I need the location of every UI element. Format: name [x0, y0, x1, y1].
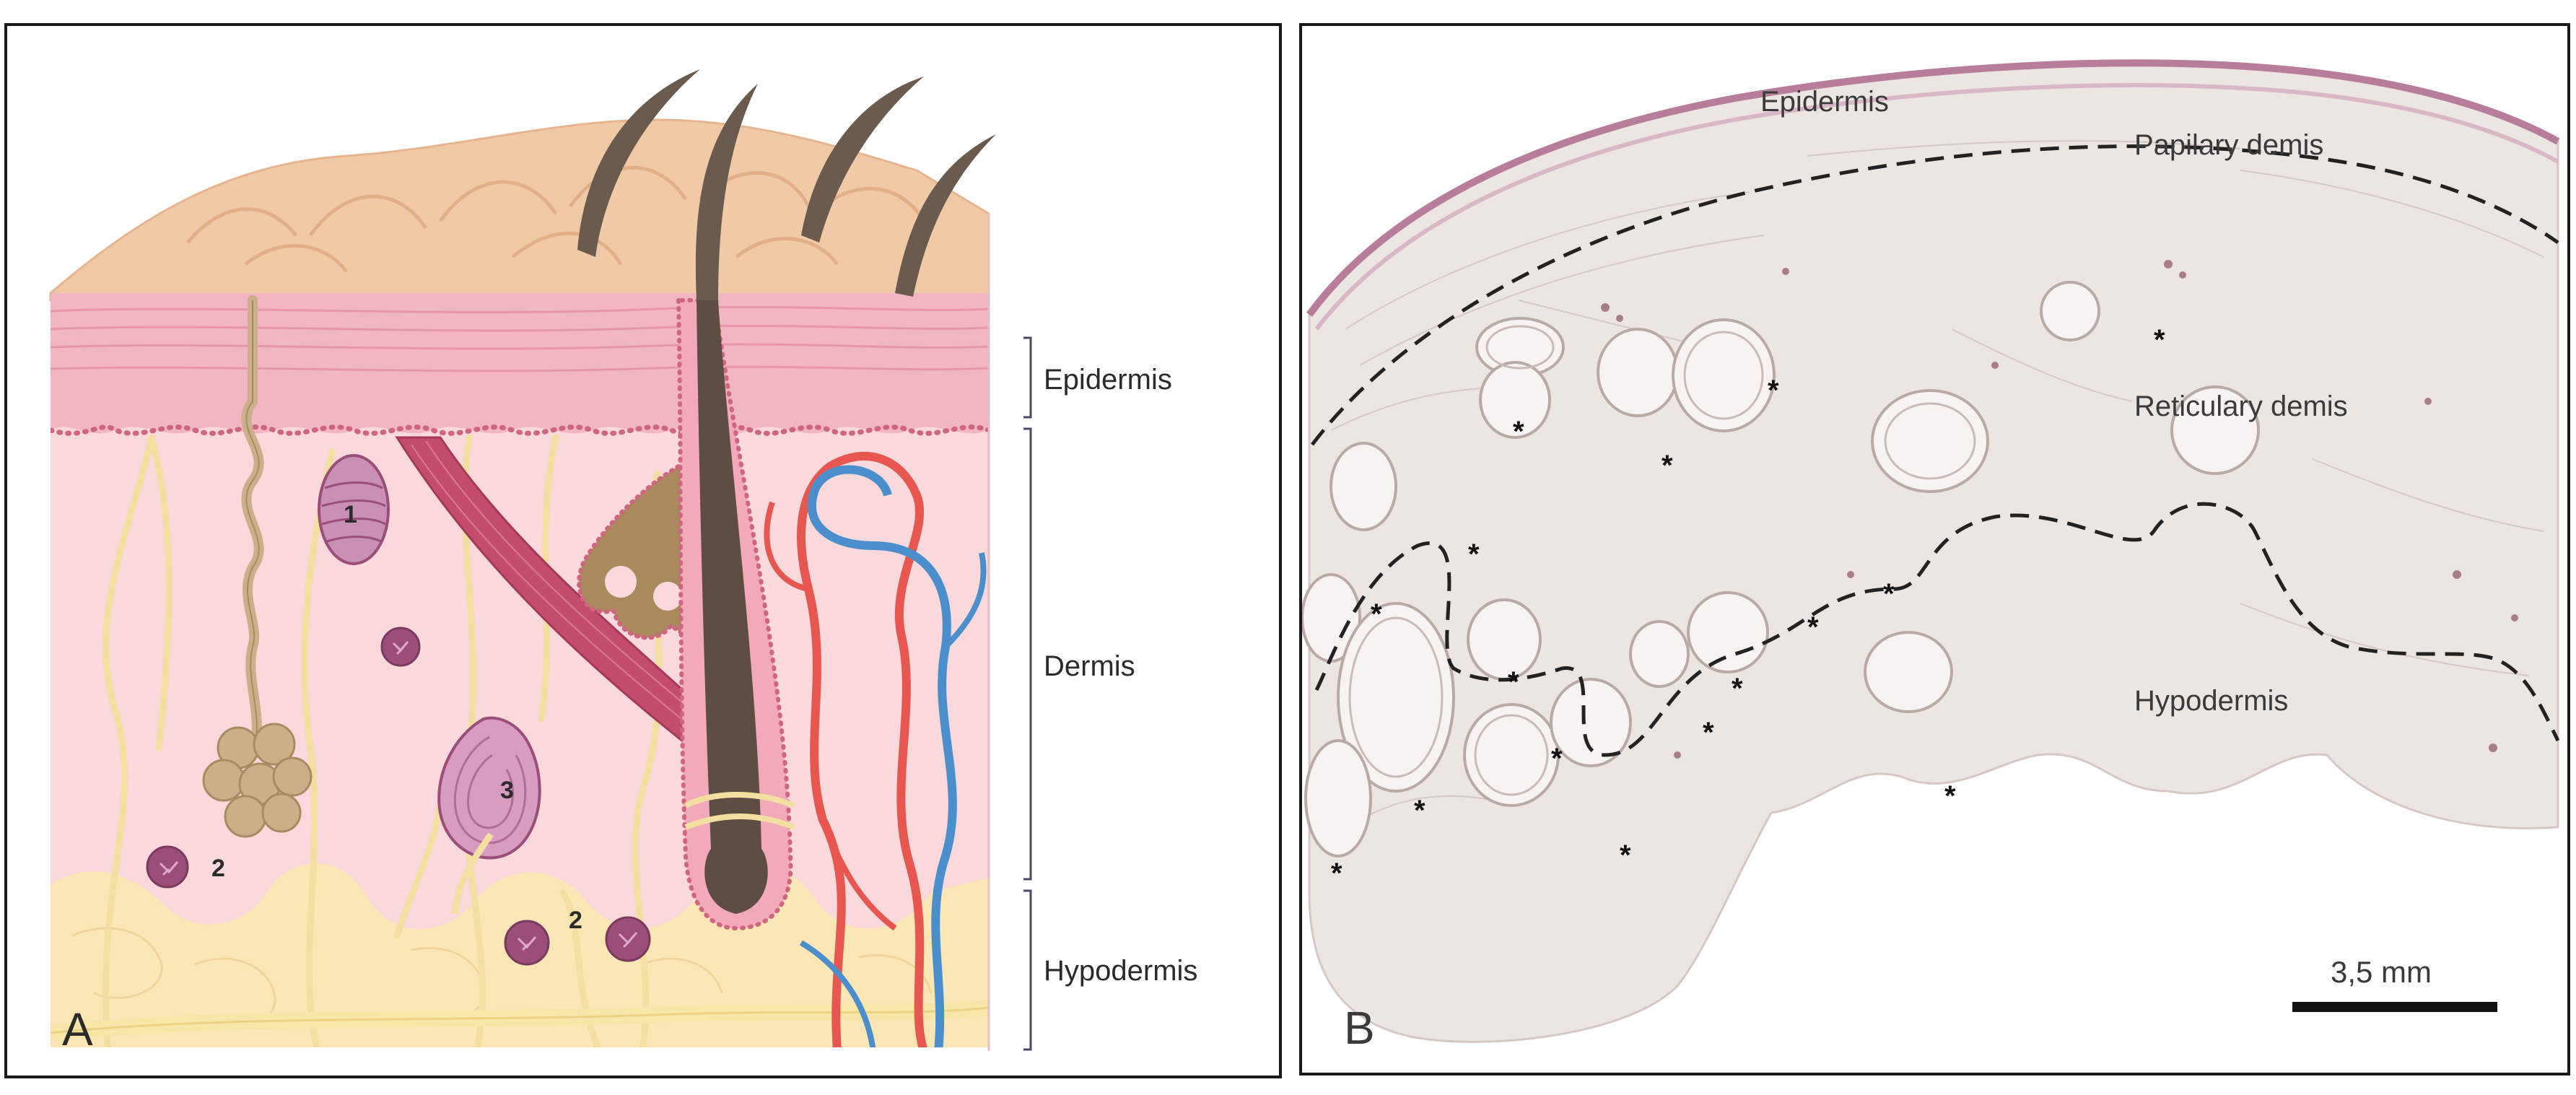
- skin-surface: [49, 118, 990, 302]
- nerve-marker: *: [1620, 839, 1631, 871]
- nerve-marker: *: [1662, 450, 1673, 481]
- label-reticular-dermis: Reticulary demis: [2134, 391, 2348, 422]
- nerve-marker: *: [1414, 795, 1425, 826]
- label-papillary-dermis: Papilary demis: [2134, 129, 2323, 161]
- epidermis-strata-lines: [51, 305, 989, 372]
- hair-shaft-root: [697, 300, 768, 914]
- panel-letter-b: B: [1344, 1002, 1375, 1054]
- scale-bar: [2292, 1002, 2497, 1012]
- nerve-marker: *: [1944, 780, 1956, 812]
- sweat-gland: [202, 295, 313, 838]
- panel-b-histology: Epidermis Papilary demis Reticulary demi…: [1299, 23, 2570, 1076]
- boundary-reticular-hypodermis: [1314, 502, 2560, 757]
- panel-letter-a: A: [62, 1003, 93, 1055]
- marker-receptor-left: 2: [211, 855, 225, 882]
- surface-grooves: [186, 165, 926, 273]
- scale-bar-label: 3,5 mm: [2331, 955, 2432, 989]
- hair-shafts: [577, 69, 996, 300]
- label-hypodermis-b: Hypodermis: [2134, 685, 2288, 717]
- panel-a-skin-illustration: 1 2 3 2 Epidermis Dermis Hypodermis A: [4, 23, 1282, 1078]
- epidermis-layer: [51, 293, 989, 434]
- label-epidermis-b: Epidermis: [1760, 86, 1889, 118]
- nerve-marker: *: [1508, 666, 1519, 698]
- histology-section: Epidermis Papilary demis Reticulary demi…: [1302, 59, 2560, 1054]
- nerve-marker: *: [1331, 858, 1342, 889]
- pacinian-corpuscle: [437, 716, 541, 915]
- meissner-corpuscle: [318, 454, 390, 565]
- tissue-section: [1308, 61, 2559, 1043]
- vessel-dots: [1601, 260, 2518, 759]
- label-dermis: Dermis: [1044, 650, 1135, 682]
- label-epidermis: Epidermis: [1044, 364, 1172, 396]
- basal-layer: [51, 424, 989, 436]
- nerve-marker: *: [1551, 743, 1563, 775]
- layer-brackets: [1023, 336, 1032, 1051]
- nerve-marker: *: [1768, 375, 1779, 406]
- nerve-marker: *: [1883, 578, 1895, 610]
- tissue-texture: [1330, 140, 2544, 821]
- nerve-bundles: [1302, 281, 2260, 858]
- epidermis-edge: [1306, 59, 2560, 317]
- nerve-marker: *: [1513, 416, 1524, 448]
- nerve-marker: *: [1371, 598, 1382, 630]
- nerve-marker: *: [1703, 717, 1714, 749]
- nerve-marker: *: [1807, 611, 1819, 643]
- skin-diagram: 1 2 3 2 Epidermis Dermis Hypodermis A: [49, 69, 1197, 1055]
- nerve-marker: *: [1468, 538, 1480, 570]
- vein: [807, 465, 957, 1047]
- nerve-marker: *: [1732, 673, 1743, 704]
- nerve-marker: *: [2154, 324, 2165, 356]
- marker-pacinian: 3: [500, 777, 514, 804]
- artery: [797, 451, 928, 1047]
- marker-receptor-bottom: 2: [569, 907, 582, 934]
- nerve-ending-receptors: [146, 627, 651, 966]
- boundary-papillary-reticular: [1311, 144, 2559, 446]
- marker-meissner: 1: [344, 501, 357, 528]
- label-hypodermis: Hypodermis: [1044, 955, 1197, 987]
- nerve-markers: * * * * * * * * * * * * * * * *: [1331, 324, 2165, 889]
